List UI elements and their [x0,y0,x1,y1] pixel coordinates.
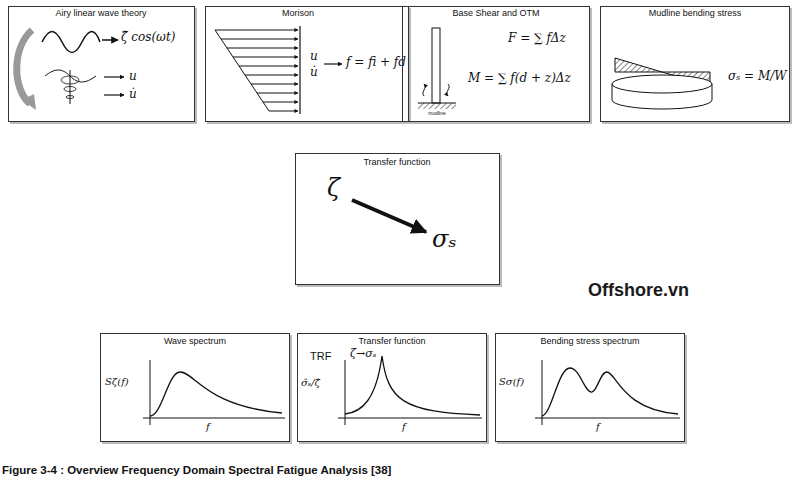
illustration-stroke [447,84,449,96]
illustration-stroke [299,26,300,114]
figure-panel: Wave spectrumSζ(f) f [100,333,290,442]
formula-text: M = ∑ f(d + z)Δz [468,72,571,85]
formula-text: σₛ [432,226,456,252]
figure-panel: Morison u u̇ f = fi + fd [205,6,409,122]
illustration-stroke [615,58,662,72]
illustration-stroke [257,93,298,94]
illustration-stroke [215,30,298,111]
formula-text: TRF [310,350,331,362]
illustration-stroke [215,30,298,31]
figure-panel: Bending stress spectrumSσ(f) f [495,333,685,442]
illustration-stroke [61,76,79,84]
panel-heading: Wave spectrum [164,337,226,347]
formula-text: f [402,421,406,432]
illustration-stroke [233,57,298,58]
formula-text: u [129,70,137,83]
formula-text: mudline [428,111,446,117]
figure-panel: Transfer functionTRF ζ→σₛ σ̂ₛ/ζ̂ f [297,333,487,442]
formula-text: u [310,50,318,63]
figure-panel: Mudline bending stress σₛ = M/W [600,6,790,122]
formula-text: f [596,421,600,432]
illustration-stroke [17,30,32,104]
formula-text: u̇ [310,66,318,79]
formula-text: f = fi + fd [346,56,406,69]
illustration-stroke [535,418,680,419]
panel-heading: Mudline bending stress [649,9,742,19]
illustration-stroke [324,63,342,64]
illustration-stroke [42,32,100,53]
formula-text: u̇ [129,88,137,101]
illustration-stroke [542,368,678,416]
illustration-stroke [215,30,269,111]
figure-panel: Transfer function ζ σₛ [295,153,500,285]
watermark: Offshore.vn [588,280,689,301]
figure-caption: Figure 3-4 : Overview Frequency Domain S… [2,464,391,476]
illustration-stroke [345,356,480,415]
illustration-stroke [102,39,118,41]
illustration-stroke [221,39,298,40]
formula-text: ζ [327,175,340,201]
formula-text: σ̂ₛ/ζ̂ [301,377,320,388]
illustration-stroke [432,28,440,103]
illustration-stroke [612,75,712,93]
panel-heading: Transfer function [363,158,430,168]
formula-text: ζ→σₛ [350,348,376,360]
illustration-stroke [22,94,36,110]
illustration-stroke [66,96,74,99]
illustration-stroke [612,84,712,109]
illustration-stroke [345,360,346,425]
formula-text: F = ∑ fΔz [508,32,566,45]
formula-text: ζ̂ cos(ωt) [121,31,175,44]
illustration-stroke [150,360,151,425]
panel-heading: Bending stress spectrum [540,337,639,347]
illustration-stroke [104,94,124,95]
panel-heading: Base Shear and OTM [452,9,539,19]
illustration-stroke [227,48,298,49]
illustration-stroke [423,84,425,96]
illustration-stroke [245,75,298,76]
illustration-stroke [143,418,285,419]
illustration-stroke [64,87,76,92]
panel-heading: Airy linear wave theory [55,9,146,19]
formula-text: Sζ(f) [105,376,129,387]
illustration-stroke [251,84,298,85]
formula-text: Sσ(f) [499,376,524,387]
illustration-stroke [239,66,298,67]
illustration-stroke [338,418,482,419]
illustration-stroke [418,103,456,109]
illustration-stroke [263,102,298,103]
formula-text: σₛ = M/W [728,70,787,83]
illustration-stroke [269,111,298,112]
figure-panel: Base Shear and OTM F = ∑ fΔz M = ∑ f(d + z… [402,6,590,122]
illustration-stroke [104,76,124,77]
illustration-stroke [418,102,456,103]
panel-heading: Morison [282,9,314,19]
panel-heading: Transfer function [358,337,425,347]
formula-text: f [206,421,210,432]
figure-panel: Airy linear wave theory ζ̂ cos(ωt) u u̇ [8,6,195,122]
illustration-stroke [352,200,426,232]
illustration-stroke [150,372,282,416]
